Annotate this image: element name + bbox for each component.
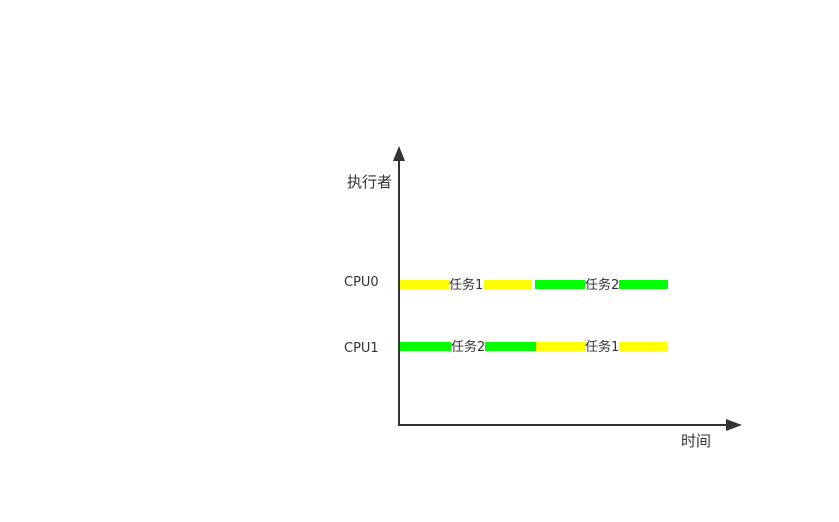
x-axis-arrowhead <box>726 419 742 431</box>
segment-task-label: 任务1 <box>585 339 619 355</box>
segment-cpu0-1: 任务1 <box>400 277 532 293</box>
segment-cpu0-2: 任务2 <box>535 277 668 293</box>
segment-cpu1-1: 任务2 <box>400 339 536 355</box>
segment-task-label: 任务1 <box>449 277 483 293</box>
segment-bar-left <box>536 342 585 351</box>
row-cpu1: CPU1 任务2 任务1 <box>344 339 668 356</box>
segment-task-label: 任务2 <box>451 339 485 355</box>
segment-bar-right <box>619 342 668 351</box>
segment-cpu1-2: 任务1 <box>536 339 668 355</box>
segment-bar-left <box>400 342 451 351</box>
segment-bar-right <box>485 342 536 351</box>
y-axis-arrowhead <box>393 146 405 161</box>
segment-bar-left <box>535 280 585 289</box>
segment-bar-right <box>484 280 532 289</box>
row-label-cpu1: CPU1 <box>344 341 379 356</box>
segment-bar-left <box>400 280 449 289</box>
row-cpu0: CPU0 任务1 任务2 <box>344 275 668 293</box>
x-axis-label: 时间 <box>681 432 711 450</box>
segment-bar-right <box>619 280 668 289</box>
segment-task-label: 任务2 <box>585 277 619 293</box>
y-axis-label: 执行者 <box>347 173 392 191</box>
row-label-cpu0: CPU0 <box>344 275 379 290</box>
